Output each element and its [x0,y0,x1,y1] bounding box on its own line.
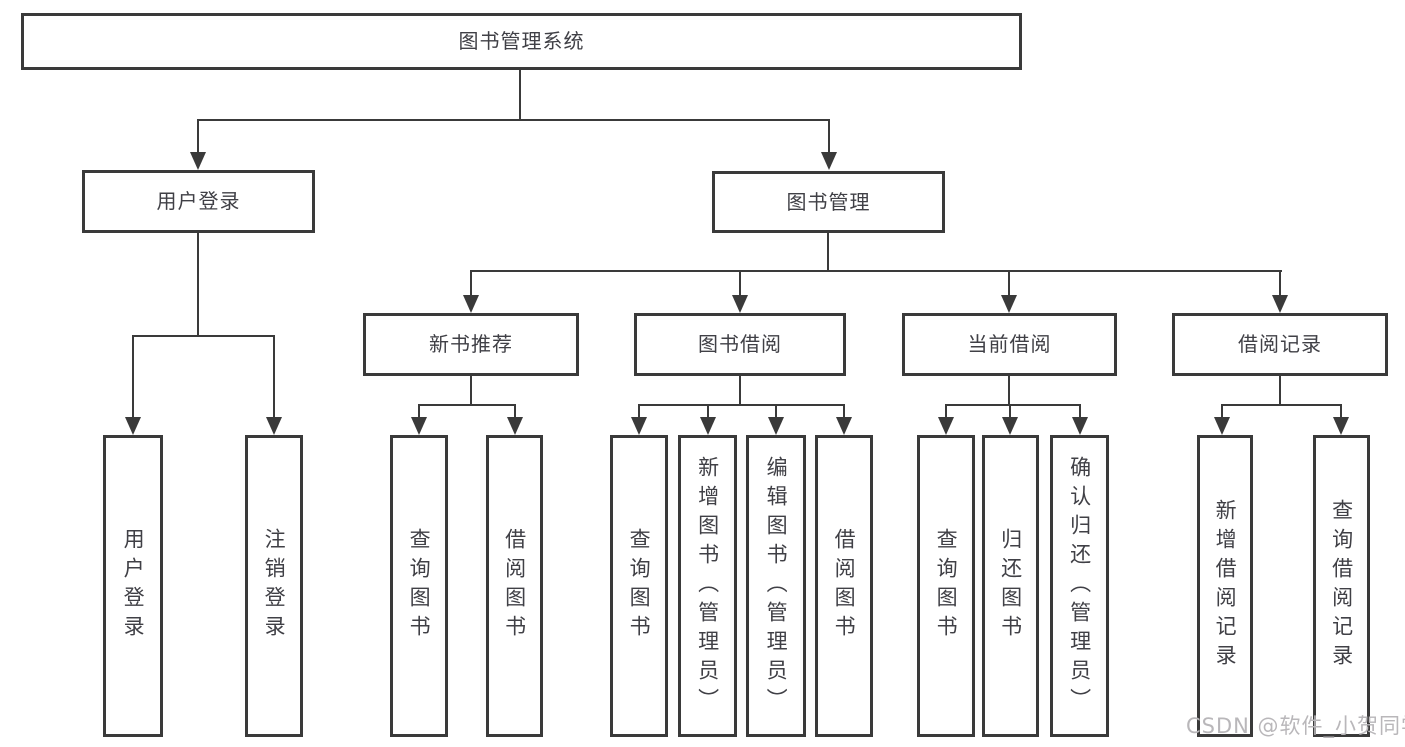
node-cb-return-book: 归还图书 [982,435,1039,737]
connector-line [638,404,845,406]
node-current-borrow: 当前借阅 [902,313,1117,376]
node-login: 用户登录 [103,435,163,737]
node-root: 图书管理系统 [21,13,1022,70]
connector-line [739,376,741,404]
connector-line [273,335,275,417]
node-rec-query-book: 查询图书 [390,435,448,737]
node-bb-edit-book: 编辑图书（管理员） [746,435,806,737]
arrow-head [1214,417,1230,435]
connector-line [519,70,521,120]
node-book-borrow: 图书借阅 [634,313,846,376]
connector-line [197,233,199,335]
arrow-head [1001,295,1017,313]
arrow-head [821,152,837,170]
node-new-book-rec: 新书推荐 [363,313,579,376]
connector-line [470,376,472,404]
connector-line [197,119,199,152]
node-cb-confirm-return: 确认归还（管理员） [1050,435,1109,737]
arrow-head [1072,417,1088,435]
arrow-head [938,417,954,435]
connector-line [945,404,1081,406]
arrow-head [631,417,647,435]
connector-line [1340,404,1342,417]
connector-line [739,270,741,295]
connector-line [843,404,845,417]
csdn-watermark: CSDN @软件_小贺同学 [1186,714,1405,738]
arrow-head [1333,417,1349,435]
node-cb-query-book: 查询图书 [917,435,975,737]
arrow-head [190,152,206,170]
connector-line [470,270,472,295]
connector-line [827,233,829,270]
node-br-query-record: 查询借阅记录 [1313,435,1370,737]
connector-line [418,404,420,417]
node-user-login: 用户登录 [82,170,315,233]
connector-line [945,404,947,417]
arrow-head [125,417,141,435]
node-bb-query-book: 查询图书 [610,435,668,737]
connector-line [828,119,830,152]
node-bb-add-book: 新增图书（管理员） [678,435,737,737]
connector-line [1279,376,1281,404]
connector-line [132,335,275,337]
connector-line [1008,270,1010,295]
arrow-head [411,417,427,435]
node-logout: 注销登录 [245,435,303,737]
connector-line [707,404,709,417]
connector-line [197,119,830,121]
connector-line [1221,404,1342,406]
node-bb-borrow-book: 借阅图书 [815,435,873,737]
connector-line [132,335,134,417]
connector-line [1008,376,1010,404]
connector-line [1079,404,1081,417]
arrow-head [1272,295,1288,313]
connector-line [418,404,516,406]
arrow-head [836,417,852,435]
connector-line [1221,404,1223,417]
arrow-head [732,295,748,313]
arrow-head [1002,417,1018,435]
connector-line [514,404,516,417]
connector-line [1009,404,1011,417]
connector-line [470,270,1282,272]
arrow-head [266,417,282,435]
arrow-head [700,417,716,435]
connector-line [638,404,640,417]
arrow-head [463,295,479,313]
connector-line [1279,270,1281,295]
arrow-head [768,417,784,435]
node-book-mgmt: 图书管理 [712,171,945,233]
connector-line [775,404,777,417]
arrow-head [507,417,523,435]
node-br-add-record: 新增借阅记录 [1197,435,1253,737]
node-rec-borrow-book: 借阅图书 [486,435,543,737]
node-borrow-record: 借阅记录 [1172,313,1388,376]
